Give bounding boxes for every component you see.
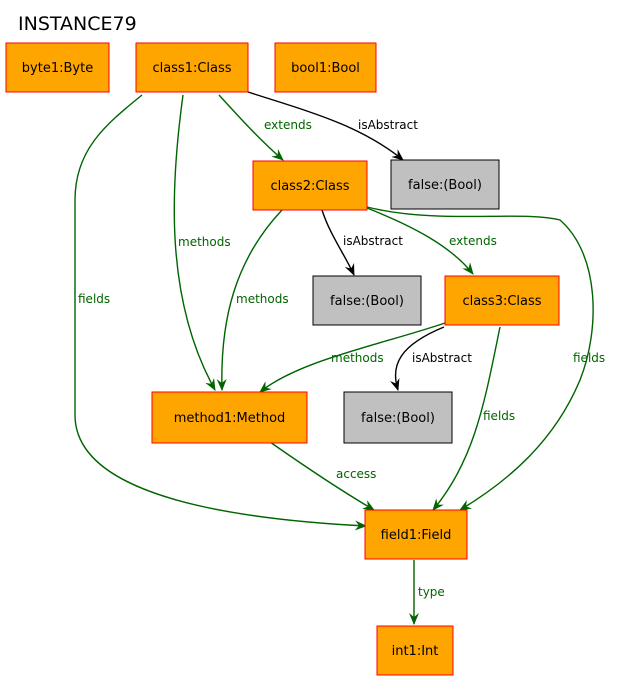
edge-label-fields: fields <box>483 409 515 423</box>
edge-label-methods: methods <box>236 292 289 306</box>
edge-class2-methods-method1: methods <box>216 209 289 391</box>
node-false-bool-3[interactable]: false:(Bool) <box>343 391 453 444</box>
node-label: false:(Bool) <box>408 178 482 193</box>
node-class2[interactable]: class2:Class <box>252 160 368 211</box>
edge-class2-fields-field1: fields <box>366 206 605 511</box>
edge-class2-isabstract-false: isAbstract <box>321 209 403 276</box>
nodes: byte1:Byte class1:Class bool1:Bool class… <box>5 42 560 676</box>
node-label: false:(Bool) <box>330 294 404 309</box>
node-label: int1:Int <box>392 644 439 659</box>
node-label: byte1:Byte <box>22 61 93 76</box>
node-field1[interactable]: field1:Field <box>364 509 468 560</box>
edge-class3-methods-method1: methods <box>259 322 446 393</box>
edge-class3-isabstract-false: isAbstract <box>389 326 472 391</box>
edge-label-access: access <box>336 467 376 481</box>
edges: extends isAbstract methods fields isAbst… <box>74 91 605 625</box>
edge-class1-isabstract-false: isAbstract <box>247 91 418 161</box>
node-false-bool-1[interactable]: false:(Bool) <box>390 159 500 210</box>
edge-label-isabstract: isAbstract <box>343 234 403 248</box>
edge-label-extends: extends <box>449 234 497 248</box>
edge-label-type: type <box>418 585 445 599</box>
edge-label-methods: methods <box>331 351 384 365</box>
node-label: field1:Field <box>381 528 452 543</box>
edge-label-fields: fields <box>78 292 110 306</box>
edge-field1-type-int1: type <box>409 560 445 625</box>
edge-label-extends: extends <box>264 118 312 132</box>
node-label: bool1:Bool <box>291 61 360 76</box>
edge-label-isabstract: isAbstract <box>412 351 472 365</box>
node-int1[interactable]: int1:Int <box>376 625 454 676</box>
node-class1[interactable]: class1:Class <box>135 42 249 93</box>
diagram-title: INSTANCE79 <box>18 13 137 35</box>
node-bool1[interactable]: bool1:Bool <box>274 42 377 93</box>
node-class3[interactable]: class3:Class <box>444 275 560 326</box>
edge-label-fields: fields <box>573 351 605 365</box>
edge-class1-extends-class2: extends <box>218 94 312 161</box>
edge-label-isabstract: isAbstract <box>358 118 418 132</box>
node-label: class2:Class <box>270 179 349 194</box>
edge-class1-methods-method1: methods <box>173 94 231 391</box>
node-label: class3:Class <box>462 294 541 309</box>
node-label: false:(Bool) <box>361 411 435 426</box>
node-false-bool-2[interactable]: false:(Bool) <box>312 275 422 326</box>
edge-method1-access-field1: access <box>269 441 376 511</box>
edge-label-methods: methods <box>178 235 231 249</box>
edge-class3-fields-field1: fields <box>432 326 515 511</box>
node-byte1[interactable]: byte1:Byte <box>5 42 110 93</box>
node-method1[interactable]: method1:Method <box>151 391 308 444</box>
edge-class1-fields-field1: fields <box>74 94 367 531</box>
node-label: method1:Method <box>174 411 286 426</box>
edge-class2-extends-class3: extends <box>366 207 497 275</box>
node-label: class1:Class <box>152 61 231 76</box>
